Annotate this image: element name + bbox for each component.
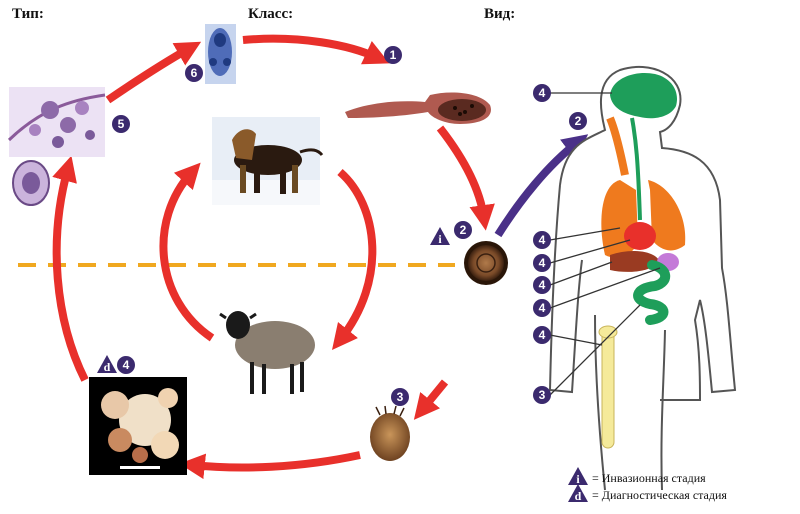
marker-scolex: 6 [185, 64, 203, 82]
marker-organ-4: 4 [533, 276, 551, 294]
legend-diagnostic-text: = Диагностическая стадия [592, 488, 727, 502]
organ-pointers [549, 92, 661, 396]
marker-hydatid-cyst: 4 [117, 356, 135, 374]
marker-oncosphere-label: 3 [397, 390, 404, 404]
bone-organ [601, 329, 615, 449]
marker-diagnostic-cyst-label: d [104, 360, 111, 374]
marker-adult-worm: 1 [384, 46, 402, 64]
marker-oncosphere: 3 [391, 388, 409, 406]
marker-organ-3-label: 4 [539, 256, 546, 270]
arrow-adult-to-egg [436, 125, 495, 231]
brain-organ [610, 72, 678, 119]
marker-organ-7: 3 [533, 386, 551, 404]
heart-organ [624, 222, 656, 250]
marker-scolex-label: 6 [191, 66, 198, 80]
header-species: Вид: [484, 6, 516, 22]
marker-protoscolex-section: 5 [112, 115, 130, 133]
marker-human-route-label: 2 [575, 114, 582, 128]
marker-organ-6-label: 4 [539, 328, 546, 342]
legend-diagnostic-icon-label: d [575, 489, 582, 503]
arrow-to-oncosphere [413, 379, 449, 420]
marker-organ-4-label: 4 [539, 278, 546, 292]
marker-organ-6: 4 [533, 326, 551, 344]
marker-infective-egg: i [430, 227, 450, 246]
marker-infective-egg-label: i [438, 232, 442, 246]
marker-organ-2-label: 4 [539, 233, 546, 247]
legend-infective-text: = Инвазионная стадия [592, 471, 706, 485]
hydatid-cyst-image [89, 377, 187, 475]
marker-diagnostic-cyst: d [97, 355, 117, 374]
legend-diagnostic-icon: d [568, 484, 588, 503]
marker-hydatid-cyst-label: 4 [123, 358, 130, 372]
arrow-egg-to-human [494, 134, 589, 238]
oncosphere-image [370, 405, 410, 461]
egg-image [464, 241, 508, 285]
marker-organ-5-label: 4 [539, 301, 546, 315]
marker-organ-2: 4 [533, 231, 551, 249]
protoscolex-section-image [7, 87, 106, 206]
dog-photo [212, 117, 324, 205]
legend-infective-icon: i [568, 467, 588, 486]
scolex-image [205, 24, 236, 84]
arrow-oncosphere-to-cyst [179, 451, 361, 480]
marker-organ-5: 4 [533, 299, 551, 317]
arrow-cyst-to-protoscolex [52, 155, 89, 382]
intestine-organ [633, 260, 671, 325]
marker-organ-1: 4 [533, 84, 551, 102]
arrow-dog-to-sheep [332, 168, 377, 351]
marker-human-route: 2 [569, 112, 587, 130]
arrow-protoscolex-to-scolex [105, 41, 202, 104]
marker-egg: 2 [454, 221, 472, 239]
arrow-sheep-to-dog [159, 162, 215, 342]
header-type: Тип: [12, 6, 44, 22]
human-body-diagram [548, 65, 737, 491]
arrow-scolex-to-adult [242, 34, 390, 65]
header-class: Класс: [248, 6, 294, 22]
marker-organ-1-label: 4 [539, 86, 546, 100]
marker-organ-7-label: 3 [539, 388, 546, 402]
adult-worm-image [345, 92, 491, 124]
legend-infective-icon-label: i [576, 472, 580, 486]
sheep-photo [219, 311, 315, 394]
marker-adult-worm-label: 1 [390, 48, 397, 62]
marker-organ-3: 4 [533, 254, 551, 272]
marker-egg-label: 2 [460, 223, 467, 237]
marker-protoscolex-section-label: 5 [118, 117, 125, 131]
